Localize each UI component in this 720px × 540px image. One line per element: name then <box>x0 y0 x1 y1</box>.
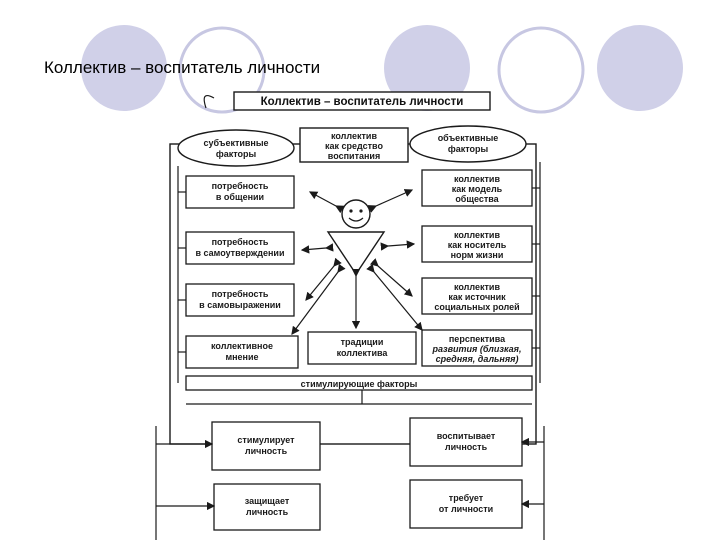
diagram-svg: Коллектив – воспитатель личности субъект… <box>155 91 545 540</box>
output-demands-box <box>409 479 523 529</box>
right-box-4-line3: средняя, дальняя) <box>436 354 519 364</box>
right-box-3-line2: как источник <box>448 292 506 302</box>
left-box-1-line2: в общении <box>216 192 264 202</box>
slide-title: Коллектив – воспитатель личности <box>44 58 321 77</box>
collective-means-line1: коллектив <box>331 131 377 141</box>
output-protects-box <box>213 483 321 531</box>
header-text: Коллектив – воспитатель личности <box>261 96 464 108</box>
left-box-4-line2: мнение <box>225 352 258 362</box>
person-arrows <box>291 189 423 335</box>
left-box-2-line1: потребность <box>212 237 269 247</box>
right-box-1-line2: как модель <box>452 184 503 194</box>
objective-factors-line2: факторы <box>448 144 489 154</box>
output-educates-line2: личность <box>445 442 488 452</box>
right-box-3-line1: коллектив <box>454 282 500 292</box>
output-stimulates-box <box>211 421 321 471</box>
right-box-4-line2: развития (близкая, <box>432 344 522 354</box>
collective-means-line3: воспитания <box>328 151 380 161</box>
left-connectors <box>177 162 541 405</box>
left-box-self-expression <box>185 283 295 317</box>
output-educates-box <box>409 417 523 467</box>
subjective-factors-line1: субъективные <box>203 138 268 148</box>
left-box-3-line2: в самовыражении <box>199 300 281 310</box>
output-protects-line2: личность <box>246 507 289 517</box>
objective-factors-ellipse <box>409 125 527 163</box>
traditions-line1: традиции <box>341 337 384 347</box>
deco-circle-ring-2 <box>497 26 585 114</box>
right-box-3-line3: социальных ролей <box>434 302 519 312</box>
objective-factors-line1: объективные <box>438 133 499 143</box>
stimulating-factors-bar <box>185 375 533 391</box>
collective-means-line2: как средство <box>325 141 383 151</box>
output-educates-line1: воспитывает <box>437 431 496 441</box>
deco-circle-ring-1 <box>178 26 266 114</box>
left-box-3-line1: потребность <box>212 289 269 299</box>
right-box-1-line3: общества <box>455 194 499 204</box>
left-box-collective-opinion <box>185 335 299 369</box>
output-protects-line1: защищает <box>245 496 290 506</box>
traditions-box <box>307 331 417 365</box>
collective-means-box <box>299 127 409 163</box>
right-box-2-line3: норм жизни <box>451 250 504 260</box>
left-box-self-affirmation <box>185 231 295 265</box>
output-arrows <box>155 426 545 540</box>
right-box-2-line2: как носитель <box>448 240 507 250</box>
output-demands-line1: требует <box>449 493 484 503</box>
right-box-life-norms <box>421 225 533 263</box>
left-box-1-line1: потребность <box>212 181 269 191</box>
deco-circle-filled-3 <box>597 25 683 111</box>
diagram-image: Коллектив – воспитатель личности субъект… <box>150 86 550 540</box>
right-box-1-line1: коллектив <box>454 174 500 184</box>
right-box-society-model <box>421 169 533 207</box>
left-box-2-line2: в самоутверждении <box>196 248 285 258</box>
left-box-4-line1: коллективное <box>211 341 273 351</box>
deco-circle-filled-2 <box>384 25 470 111</box>
header-curl <box>203 95 215 109</box>
right-box-development-perspective <box>421 329 533 367</box>
header-box <box>233 91 491 111</box>
subjective-factors-ellipse <box>177 129 295 167</box>
decorative-circles <box>81 25 683 114</box>
output-demands-line2: от личности <box>439 504 493 514</box>
right-box-2-line1: коллектив <box>454 230 500 240</box>
right-box-social-roles <box>421 277 533 315</box>
stimulating-factors-text: стимулирующие факторы <box>301 379 418 389</box>
person-figure <box>326 199 386 276</box>
left-box-communication <box>185 175 295 209</box>
output-stimulates-line2: личность <box>245 446 288 456</box>
right-box-4-line1: перспектива <box>449 334 506 344</box>
output-stimulates-line1: стимулирует <box>237 435 295 445</box>
deco-circle-filled-1 <box>81 25 167 111</box>
subjective-factors-line2: факторы <box>216 149 257 159</box>
traditions-line2: коллектива <box>337 348 389 358</box>
